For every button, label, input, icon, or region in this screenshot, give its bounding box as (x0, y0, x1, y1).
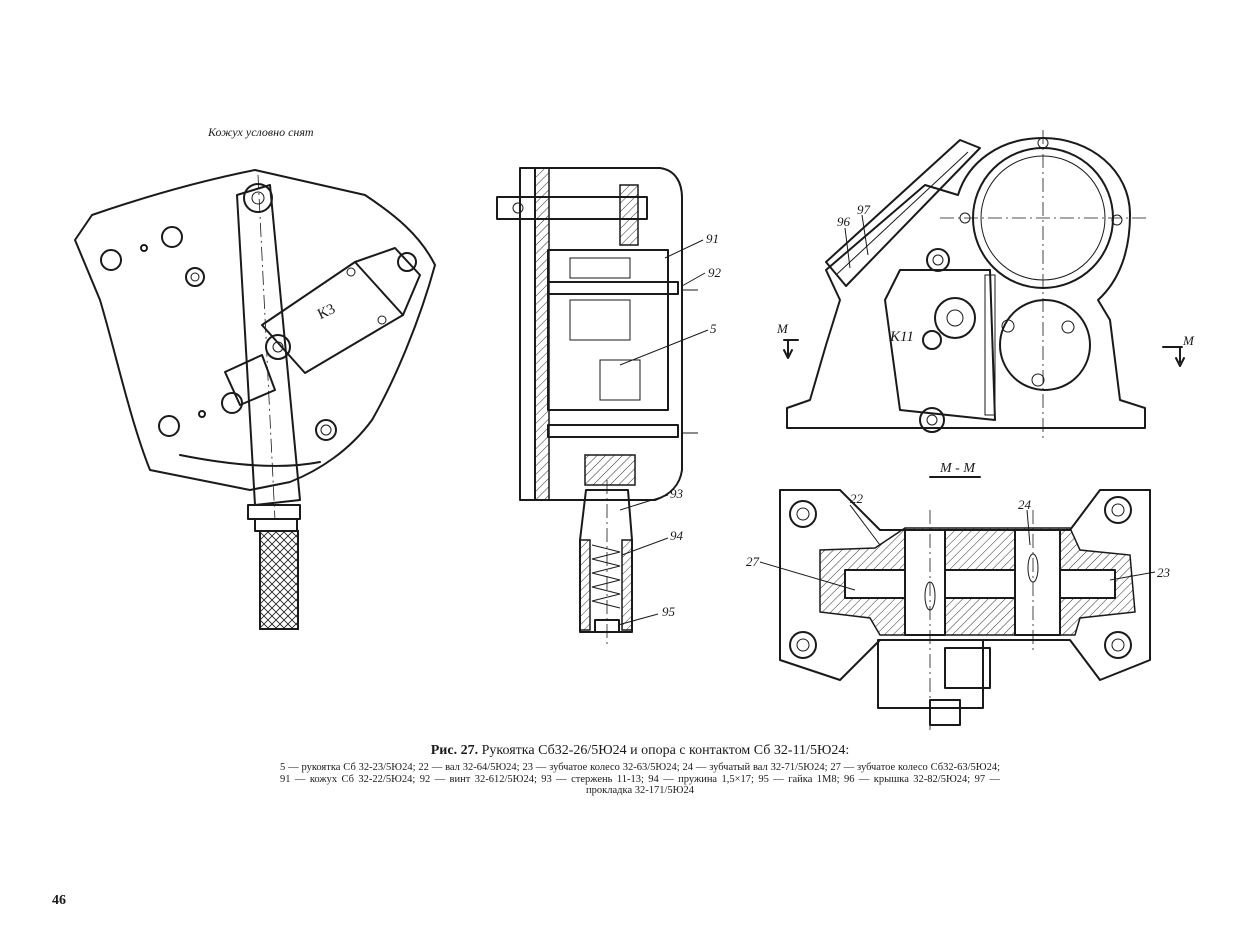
section-mark-right: М (1183, 333, 1194, 348)
callout-27: 27 (746, 554, 759, 569)
contact-label-k11: К11 (890, 329, 914, 345)
handle-side-section (496, 167, 698, 645)
caption-title: Рис. 27. Рукоятка Сб32-26/5Ю24 и опора с… (280, 742, 1000, 760)
callout-23: 23 (1157, 565, 1170, 580)
callout-92: 92 (708, 265, 721, 280)
caption-legend: 5 — рукоятка Сб 32-23/5Ю24; 22 — вал 32-… (280, 762, 1000, 796)
callout-5: 5 (710, 321, 717, 336)
section-m-m (779, 476, 1151, 730)
callout-94: 94 (670, 528, 683, 543)
leader-lines (617, 214, 1156, 626)
handle-front-view (74, 169, 436, 630)
callout-97: 97 (857, 202, 870, 217)
section-mark-left: М (777, 321, 788, 336)
callout-22: 22 (850, 491, 863, 506)
callout-93: 93 (670, 486, 683, 501)
callout-96: 96 (837, 214, 850, 229)
callout-91: 91 (706, 231, 719, 246)
callout-95: 95 (662, 604, 675, 619)
figure-caption: Рис. 27. Рукоятка Сб32-26/5Ю24 и опора с… (280, 742, 1000, 797)
section-title: М - М (940, 461, 975, 476)
support-front-view (783, 130, 1185, 440)
caption-title-text: Рукоятка Сб32-26/5Ю24 и опора с контакто… (481, 743, 850, 758)
cover-removed-note: Кожух условно снят (208, 125, 314, 139)
page-number: 46 (52, 893, 66, 908)
caption-number: Рис. 27. (430, 743, 479, 758)
callout-24: 24 (1018, 497, 1031, 512)
